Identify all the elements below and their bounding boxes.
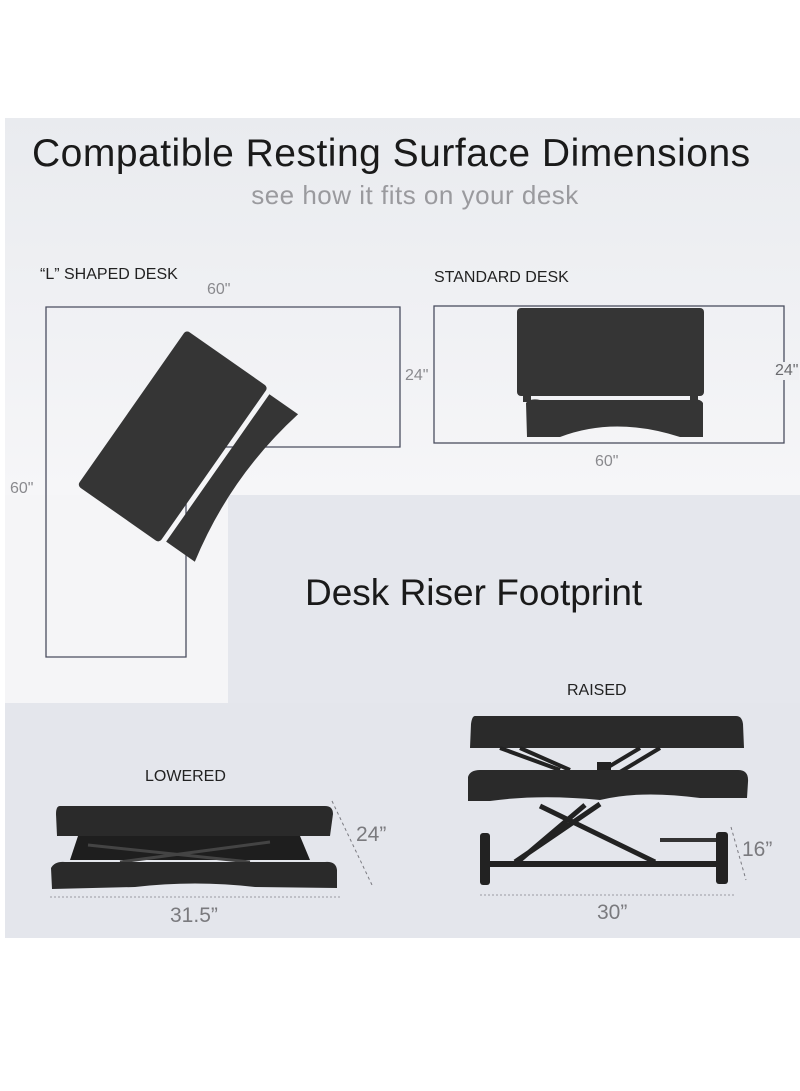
lowered-label: LOWERED — [145, 768, 226, 785]
raised-width: 30” — [597, 901, 628, 924]
page-subtitle: see how it fits on your desk — [251, 180, 579, 210]
standard-desk-width: 60" — [595, 453, 619, 470]
l-desk-depth: 24" — [405, 367, 429, 384]
raised-height: 16” — [742, 838, 773, 861]
raised-label: RAISED — [567, 682, 627, 699]
lowered-width: 31.5” — [170, 904, 218, 927]
page-title: Compatible Resting Surface Dimensions — [32, 132, 751, 175]
l-desk-riser-icon — [78, 331, 299, 562]
l-desk-length: 60" — [10, 480, 34, 497]
l-desk-width: 60" — [207, 281, 231, 298]
lowered-depth: 24” — [356, 823, 387, 846]
standard-desk-depth: 24" — [774, 362, 800, 380]
standard-desk-riser-icon — [517, 308, 704, 437]
lowered-riser-image — [50, 800, 373, 898]
standard-desk-label: STANDARD DESK — [434, 269, 569, 286]
raised-riser-image — [468, 716, 749, 896]
footprint-panel-background — [228, 495, 800, 703]
l-desk-label: “L” SHAPED DESK — [40, 266, 178, 283]
footprint-title: Desk Riser Footprint — [305, 572, 643, 613]
